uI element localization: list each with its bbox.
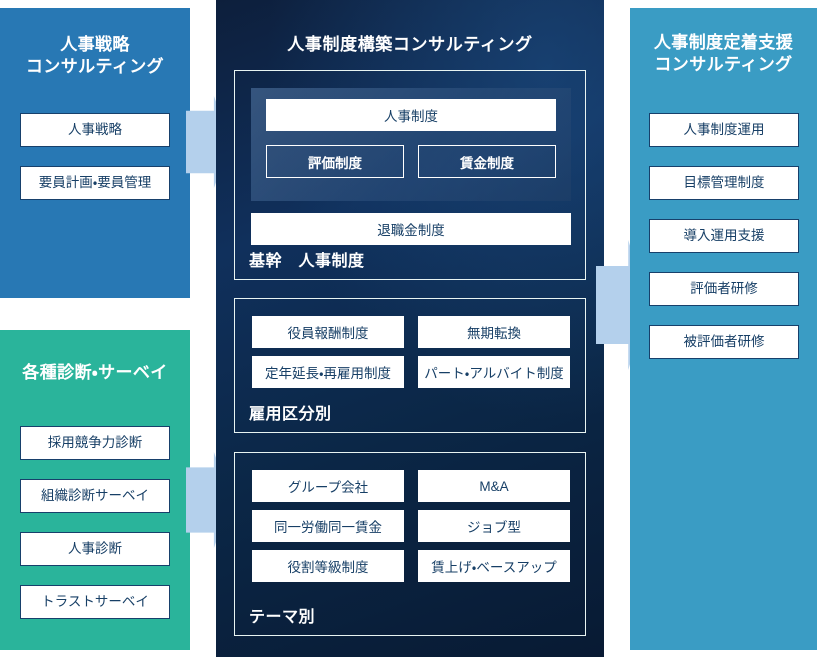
card-theme-job-based[interactable]: ジョブ型	[418, 510, 570, 542]
item-survey-2[interactable]: 人事診断	[20, 532, 170, 566]
panel-hr-strategy: 人事戦略 コンサルティング 人事戦略 要員計画・要員管理	[0, 8, 190, 298]
item-support-3[interactable]: 評価者研修	[649, 272, 799, 306]
card-core-retirement-allowance[interactable]: 退職金制度	[251, 213, 571, 245]
card-theme-ma[interactable]: M&A	[418, 470, 570, 502]
card-theme-wage-increase[interactable]: 賃上げ・ベースアップ	[418, 550, 570, 582]
card-theme-role-grade-system[interactable]: 役割等級制度	[252, 550, 404, 582]
panel-system-adoption-support-title: 人事制度定着支援 コンサルティング	[653, 33, 794, 75]
card-core-evaluation-system[interactable]: 評価制度	[266, 145, 404, 178]
card-core-wage-system[interactable]: 賃金制度	[418, 145, 556, 178]
group-by-theme: グループ会社 M&A 同一労働同一賃金 ジョブ型 役割等級制度 賃上げ・ベースア…	[234, 452, 586, 636]
card-core-hr-system[interactable]: 人事制度	[266, 99, 556, 131]
item-support-2[interactable]: 導入運用支援	[649, 219, 799, 253]
group-employment-category: 役員報酬制度 無期転換 定年延長・再雇用制度 パート・アルバイト制度 雇用区分別	[234, 298, 586, 433]
card-theme-group-company[interactable]: グループ会社	[252, 470, 404, 502]
panel-diagnosis-survey: 各種診断・サーベイ 採用競争力診断 組織診断サーベイ 人事診断 トラストサーベイ	[0, 330, 190, 650]
item-support-0[interactable]: 人事制度運用	[649, 113, 799, 147]
card-emp-parttime-system[interactable]: パート・アルバイト制度	[418, 356, 570, 388]
item-support-4[interactable]: 被評価者研修	[649, 325, 799, 359]
item-survey-0[interactable]: 採用競争力診断	[20, 426, 170, 460]
panel-system-adoption-support: 人事制度定着支援 コンサルティング 人事制度運用 目標管理制度 導入運用支援 評…	[630, 8, 817, 650]
panel-hr-strategy-title: 人事戦略 コンサルティング	[25, 35, 165, 77]
card-emp-officer-compensation[interactable]: 役員報酬制度	[252, 316, 404, 348]
panel-hr-system-build-title: 人事制度構築コンサルティング	[287, 35, 533, 54]
card-emp-retirement-extension[interactable]: 定年延長・再雇用制度	[252, 356, 404, 388]
item-hr-strategy-1[interactable]: 要員計画・要員管理	[20, 166, 170, 200]
item-support-1[interactable]: 目標管理制度	[649, 166, 799, 200]
group-core-label: 基幹 人事制度	[249, 253, 365, 270]
item-survey-3[interactable]: トラストサーベイ	[20, 585, 170, 619]
group-core-hr-system: 人事制度 評価制度 賃金制度 退職金制度 基幹 人事制度	[234, 70, 586, 280]
card-theme-equal-pay[interactable]: 同一労働同一賃金	[252, 510, 404, 542]
panel-hr-system-build: 人事制度構築コンサルティング 人事制度 評価制度 賃金制度 退職金制度 基幹 人…	[216, 0, 604, 657]
panel-diagnosis-survey-title: 各種診断・サーベイ	[22, 363, 168, 382]
item-hr-strategy-0[interactable]: 人事戦略	[20, 113, 170, 147]
group-by-theme-label: テーマ別	[249, 609, 316, 626]
item-survey-1[interactable]: 組織診断サーベイ	[20, 479, 170, 513]
card-emp-indefinite-conversion[interactable]: 無期転換	[418, 316, 570, 348]
group-employment-category-label: 雇用区分別	[249, 406, 332, 423]
